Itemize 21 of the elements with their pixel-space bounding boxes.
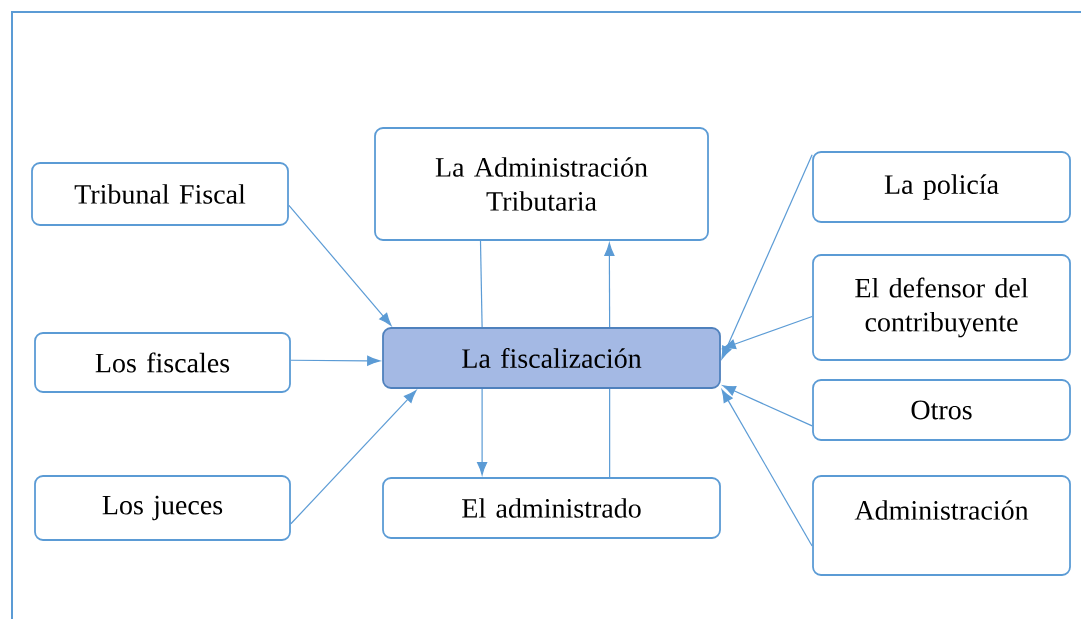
arrow bbox=[290, 355, 381, 366]
arrow bbox=[722, 385, 813, 427]
arrow bbox=[721, 154, 813, 360]
actor-box: Tribunal Fiscal bbox=[31, 162, 289, 226]
actor-box: El defensor del contribuyente bbox=[812, 254, 1071, 361]
actor-box: La Administración Tributaria bbox=[374, 127, 709, 241]
actor-box: La policía bbox=[812, 151, 1071, 223]
arrow bbox=[288, 204, 392, 326]
actor-box: Los fiscales bbox=[34, 332, 291, 393]
arrow bbox=[477, 388, 488, 476]
process-box: La fiscalización bbox=[382, 327, 721, 389]
arrow bbox=[604, 242, 615, 328]
connector-line bbox=[609, 388, 611, 478]
actor-box: Otros bbox=[812, 379, 1071, 441]
arrow bbox=[722, 315, 813, 350]
actor-box: El administrado bbox=[382, 477, 721, 539]
arrow bbox=[290, 390, 417, 525]
actor-box: Los jueces bbox=[34, 475, 291, 541]
connector-line bbox=[479, 240, 483, 328]
actor-box: Administración bbox=[812, 475, 1071, 576]
arrow bbox=[721, 389, 813, 547]
